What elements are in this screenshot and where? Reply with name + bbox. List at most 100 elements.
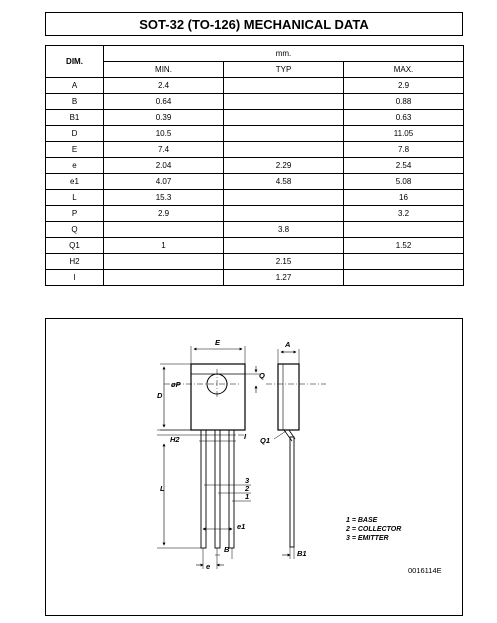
cell-typ: 2.15 xyxy=(223,253,344,270)
label-B: B xyxy=(224,545,230,554)
label-H2: H2 xyxy=(170,435,180,444)
cell-typ: 2.29 xyxy=(223,157,344,174)
table-row: Q 3.8 xyxy=(45,221,465,238)
cell-min: 15.3 xyxy=(103,189,224,206)
label-Q1: Q1 xyxy=(260,436,270,445)
cell-min: 0.39 xyxy=(103,109,224,126)
table-row: H2 2.15 xyxy=(45,253,465,270)
legend-emitter: 3 = EMITTER xyxy=(346,535,389,542)
label-L: L xyxy=(160,484,165,493)
table-row: I 1.27 xyxy=(45,269,465,286)
cell-dim: D xyxy=(45,125,104,142)
cell-min: 2.04 xyxy=(103,157,224,174)
lead-3 xyxy=(228,429,235,549)
cell-max: 2.9 xyxy=(342,77,465,94)
cell-dim: e xyxy=(45,157,104,174)
cell-typ xyxy=(223,125,344,142)
col-header-min: MIN. xyxy=(103,61,224,78)
cell-min: 2.9 xyxy=(103,205,224,222)
unit-header: mm. xyxy=(102,45,465,62)
cell-max xyxy=(342,221,465,238)
cell-typ: 4.58 xyxy=(223,173,344,190)
cell-min xyxy=(103,253,224,270)
cell-typ xyxy=(223,141,344,158)
cell-dim: P xyxy=(45,205,104,222)
pin-legend: 1 = BASE 2 = COLLECTOR 3 = EMITTER xyxy=(345,517,401,542)
cell-dim: Q1 xyxy=(45,237,104,254)
cell-dim: B xyxy=(45,93,104,110)
mechanical-drawing: E A øP D Q H2 I Q1 L 3 2 1 e1 B e B1 1 =… xyxy=(45,318,463,616)
cell-max: 16 xyxy=(342,189,465,206)
title-text: SOT-32 (TO-126) MECHANICAL DATA xyxy=(139,16,369,32)
cell-typ xyxy=(223,205,344,222)
cell-dim: I xyxy=(45,269,104,286)
cell-min: 4.07 xyxy=(103,173,224,190)
cell-dim: B1 xyxy=(45,109,104,126)
cell-typ xyxy=(223,77,344,94)
dim-header: DIM. xyxy=(45,45,104,78)
cell-max xyxy=(342,269,465,286)
cell-min: 2.4 xyxy=(103,77,224,94)
cell-min: 7.4 xyxy=(103,141,224,158)
drawing-code: 0016114E xyxy=(408,566,442,575)
cell-dim: Q xyxy=(45,221,104,238)
cell-max: 3.2 xyxy=(342,205,465,222)
cell-dim: e1 xyxy=(45,173,104,190)
label-Q: Q xyxy=(259,371,265,380)
legend-collector: 2 = COLLECTOR xyxy=(345,526,401,533)
label-E: E xyxy=(215,338,221,347)
cell-max: 7.8 xyxy=(342,141,465,158)
side-lead xyxy=(289,436,295,548)
label-I: I xyxy=(244,432,247,441)
cell-typ xyxy=(223,189,344,206)
label-1: 1 xyxy=(245,492,249,501)
cell-dim: E xyxy=(45,141,104,158)
cell-min: 10.5 xyxy=(103,125,224,142)
cell-typ: 1.27 xyxy=(223,269,344,286)
cell-dim: H2 xyxy=(45,253,104,270)
cell-typ xyxy=(223,237,344,254)
label-A: A xyxy=(284,340,290,349)
cell-typ xyxy=(223,109,344,126)
cell-max: 0.88 xyxy=(342,93,465,110)
cell-max: 0.63 xyxy=(342,109,465,126)
side-view xyxy=(266,349,326,559)
side-body xyxy=(277,363,300,431)
label-3: 3 xyxy=(245,476,250,485)
cell-typ xyxy=(223,93,344,110)
cell-max: 5.08 xyxy=(342,173,465,190)
cell-min xyxy=(103,269,224,286)
cell-dim: A xyxy=(45,77,104,94)
cell-dim: L xyxy=(45,189,104,206)
label-e: e xyxy=(206,562,210,571)
lead-1 xyxy=(200,429,207,549)
cell-typ: 3.8 xyxy=(223,221,344,238)
cell-max: 11.05 xyxy=(342,125,465,142)
cell-min: 1 xyxy=(103,237,224,254)
label-D: D xyxy=(157,391,163,400)
label-P: øP xyxy=(171,380,182,389)
col-header-max: MAX. xyxy=(342,61,465,78)
front-view xyxy=(157,346,260,569)
cell-max xyxy=(342,253,465,270)
col-header-typ: TYP xyxy=(223,61,344,78)
page-title: SOT-32 (TO-126) MECHANICAL DATA xyxy=(45,12,463,36)
package-outline-svg: E A øP D Q H2 I Q1 L 3 2 1 e1 B e B1 1 =… xyxy=(157,338,442,575)
label-2: 2 xyxy=(244,484,250,493)
cell-max: 1.52 xyxy=(342,237,465,254)
label-B1: B1 xyxy=(297,549,307,558)
cell-min: 0.64 xyxy=(103,93,224,110)
cell-max: 2.54 xyxy=(342,157,465,174)
label-e1: e1 xyxy=(237,522,245,531)
